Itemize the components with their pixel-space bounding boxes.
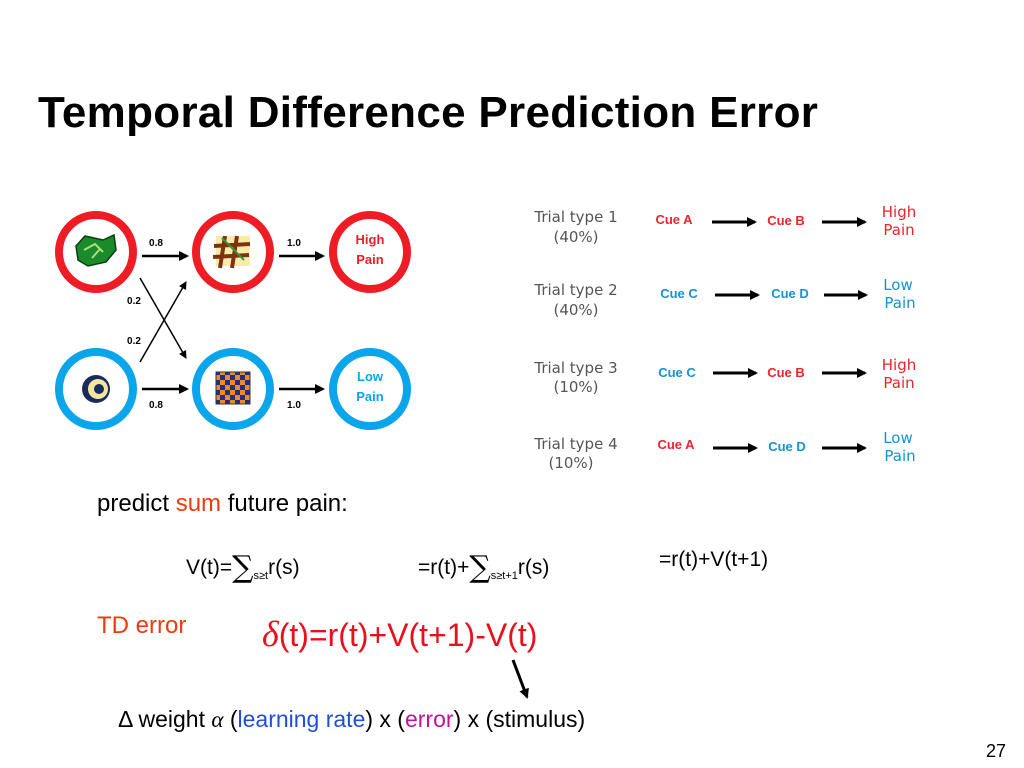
- trial-name: Trial type 4: [533, 435, 617, 453]
- arrow-a-d: [139, 277, 187, 359]
- cue-label-1: Cue C: [658, 365, 696, 380]
- cue-d-icon: [215, 371, 251, 405]
- trial-pct: (40%): [553, 301, 598, 319]
- r-s: r(s): [268, 556, 300, 579]
- td-to-update-arrow: [511, 659, 529, 699]
- weight-update-line: Δ weight α (learning rate) x (error) x (…: [118, 706, 585, 733]
- r-s: r(s): [517, 556, 550, 579]
- update-p1: Δ weight: [118, 706, 212, 732]
- trial-name: Trial type 3: [533, 359, 617, 377]
- weight-a-b: 0.8: [149, 238, 163, 249]
- outcome-line2: Pain: [884, 294, 915, 312]
- low-pain-line2: Pain: [356, 389, 384, 404]
- trial-row-2: Trial type 2 (40%) Cue C Cue D Low Pain: [533, 276, 915, 319]
- eq2-pre: =r(t)+: [418, 556, 470, 579]
- predict-line: predict sum future pain:: [97, 490, 348, 518]
- weight-d-low: 1.0: [287, 400, 301, 411]
- trial-pct: (10%): [548, 454, 593, 472]
- cue-label-1: Cue A: [655, 212, 693, 227]
- weight-cross-upper: 0.2: [127, 296, 141, 307]
- trial-pct: (40%): [553, 228, 598, 246]
- update-p2: (: [223, 706, 238, 732]
- alpha-symbol: α: [211, 707, 224, 732]
- weight-c-d: 0.8: [149, 400, 163, 411]
- sum-subscript: s≥t+1: [490, 570, 518, 583]
- outcome-line1: Low: [883, 276, 913, 294]
- cue-label-1: Cue A: [657, 437, 695, 452]
- cue-label-2: Cue B: [767, 213, 805, 228]
- trial-row-4: Trial type 4 (10%) Cue A Cue D Low Pain: [533, 429, 915, 472]
- outcome-line1: High: [882, 356, 916, 374]
- predict-sum: sum: [175, 490, 222, 517]
- sum-subscript: s≥t: [253, 570, 269, 583]
- outcome-line2: Pain: [883, 374, 914, 392]
- trial-row-3: Trial type 3 (10%) Cue C Cue B High Pain: [533, 356, 916, 396]
- td-formula-text: (t)=r(t)+V(t+1)-V(t): [278, 617, 538, 653]
- equation-expand: =r(t)+∑s≥t+1r(s): [418, 550, 549, 585]
- cue-label-2: Cue D: [771, 286, 809, 301]
- page-number: 27: [985, 741, 1006, 761]
- sigma-symbol: ∑: [469, 550, 491, 585]
- outcome-line2: Pain: [884, 447, 915, 465]
- high-pain-node: [329, 211, 411, 293]
- weight-cross-lower: 0.2: [127, 336, 141, 347]
- equation-value: V(t)=∑s≥tr(s): [186, 550, 300, 585]
- sigma-symbol: ∑: [232, 550, 254, 585]
- equation-recursive: =r(t)+V(t+1): [659, 548, 768, 572]
- cue-label-2: Cue B: [767, 365, 805, 380]
- td-error-formula: δ(t)=r(t)+V(t+1)-V(t): [262, 613, 537, 655]
- update-p4: ) x (stimulus): [453, 706, 586, 732]
- low-pain-line1: Low: [357, 369, 384, 384]
- high-pain-line1: High: [356, 232, 385, 247]
- outcome-line1: Low: [883, 429, 913, 447]
- v-lhs: V(t)=: [186, 556, 233, 579]
- arrow-c-b: [139, 281, 187, 363]
- eq3: =r(t)+V(t+1): [659, 548, 769, 571]
- delta-symbol: δ: [262, 614, 279, 654]
- predict-post: future pain:: [221, 490, 348, 517]
- predict-pre: predict: [97, 490, 176, 517]
- trial-name: Trial type 2: [533, 281, 617, 299]
- weight-b-high: 1.0: [287, 238, 301, 249]
- cue-b-icon: [212, 235, 251, 269]
- error-word: error: [404, 706, 454, 732]
- high-pain-line2: Pain: [356, 252, 384, 267]
- trial-name: Trial type 1: [533, 208, 617, 226]
- outcome-line2: Pain: [883, 221, 914, 239]
- cue-label-1: Cue C: [660, 286, 698, 301]
- cue-label-2: Cue D: [768, 439, 806, 454]
- slide-title: Temporal Difference Prediction Error: [38, 88, 819, 137]
- cue-a-icon: [75, 233, 117, 267]
- outcome-line1: High: [882, 203, 916, 221]
- td-error-label: TD error: [97, 612, 187, 639]
- update-p3: ) x (: [365, 706, 405, 732]
- cue-c-icon: [82, 375, 110, 403]
- low-pain-node: [329, 348, 411, 430]
- trial-row-1: Trial type 1 (40%) Cue A Cue B High Pain: [533, 203, 916, 246]
- learning-rate: learning rate: [237, 706, 366, 732]
- trial-pct: (10%): [553, 378, 598, 396]
